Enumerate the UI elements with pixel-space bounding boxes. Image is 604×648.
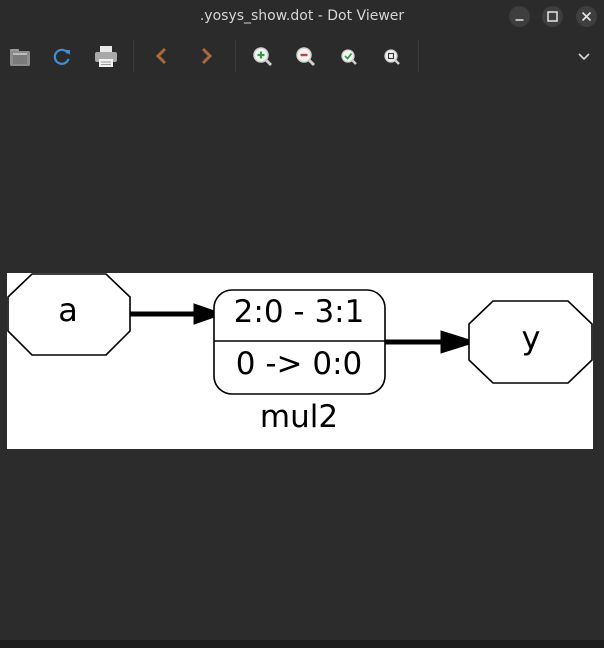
toolbar — [0, 32, 604, 80]
close-icon — [581, 11, 592, 22]
chevron-right-icon — [201, 47, 213, 65]
zoom-fit-icon — [341, 49, 357, 65]
cell-top-label: 2:0 - 3:1 — [234, 294, 365, 330]
zoom-100-icon — [384, 49, 400, 65]
input-node-label: a — [58, 291, 78, 329]
back-button[interactable] — [145, 40, 177, 72]
titlebar: .yosys_show.dot - Dot Viewer — [0, 0, 604, 32]
input-node-a[interactable] — [7, 273, 131, 356]
reload-icon — [53, 48, 70, 65]
status-bar — [0, 640, 604, 648]
minimize-button[interactable] — [509, 6, 530, 27]
minimize-icon — [515, 19, 524, 21]
edge-arrowhead — [193, 303, 225, 325]
reload-button[interactable] — [46, 40, 78, 72]
toolbar-separator — [235, 40, 236, 72]
zoom-100-button[interactable] — [376, 40, 408, 72]
graph-area[interactable]: a 2:0 - 3:1 0 -> 0:0 mul2 y — [7, 273, 593, 449]
zoom-out-button[interactable] — [289, 40, 321, 72]
close-button[interactable] — [576, 6, 597, 27]
forward-button[interactable] — [191, 40, 223, 72]
output-node-y[interactable] — [468, 300, 593, 384]
cell-name-label: mul2 — [260, 399, 338, 435]
zoom-in-button[interactable] — [246, 40, 278, 72]
maximize-button[interactable] — [542, 6, 563, 27]
chevron-down-icon — [578, 53, 590, 61]
open-button[interactable] — [4, 40, 36, 72]
edge-arrowhead — [440, 330, 478, 354]
zoom-in-icon — [253, 47, 273, 67]
printer-icon — [95, 46, 117, 67]
output-node-label: y — [522, 319, 541, 357]
maximize-icon — [547, 11, 558, 22]
cell-bottom-label: 0 -> 0:0 — [236, 346, 362, 382]
zoom-fit-button[interactable] — [333, 40, 365, 72]
chevron-left-icon — [155, 47, 167, 65]
toolbar-menu-button[interactable] — [568, 40, 600, 72]
print-button[interactable] — [90, 40, 122, 72]
window-title: .yosys_show.dot - Dot Viewer — [199, 8, 405, 24]
toolbar-separator — [418, 40, 419, 72]
toolbar-separator — [133, 40, 134, 72]
folder-icon — [10, 49, 30, 66]
zoom-out-icon — [296, 47, 316, 67]
